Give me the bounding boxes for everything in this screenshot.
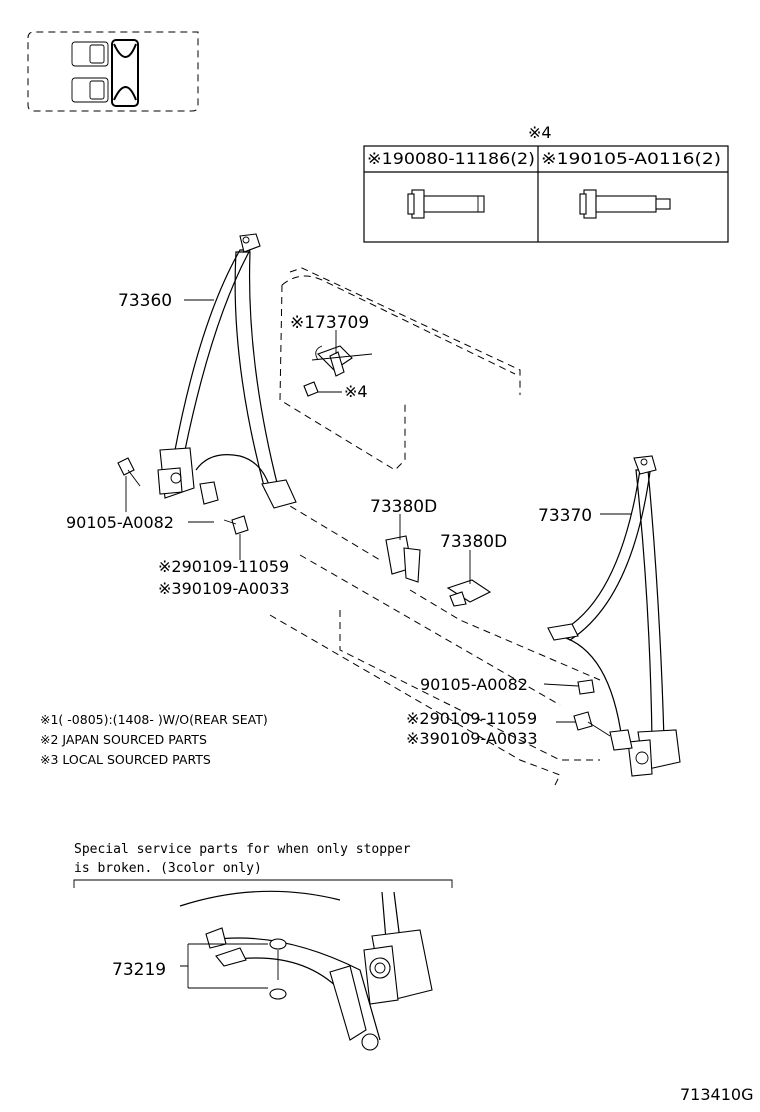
- special-service-section: Special service parts for when only stop…: [73, 842, 453, 1051]
- short-bolt-icon: [407, 189, 485, 219]
- label-90105-a0082-left: 90105-A0082: [66, 513, 174, 532]
- bolt-table-col2: ※190105-A0116(2): [541, 149, 721, 168]
- belt-guide-73380d-b: [446, 579, 492, 607]
- stopper-washer-icon: [269, 988, 287, 1000]
- leader-lines: [125, 299, 632, 723]
- belt-guide-73380d-a: [385, 535, 421, 583]
- stopper-button-icon: [269, 938, 287, 980]
- note-1: ※1( -0805):(1408- )W/O(REAR SEAT): [40, 712, 268, 727]
- special-line-1: Special service parts for when only stop…: [74, 842, 411, 857]
- figure-code: 713410G: [680, 1085, 753, 1104]
- long-bolt-icon: [579, 189, 671, 219]
- label-note4-ref: ※4: [344, 382, 368, 401]
- label-73219: 73219: [112, 960, 166, 980]
- bolt-table-col1: ※190080-11186(2): [367, 149, 535, 168]
- bolt-table-title: ※4: [528, 123, 552, 142]
- label-73380d-a: 73380D: [370, 497, 437, 517]
- part-labels: 73360 ※173709 ※4 90105-A0082 ※290109-110…: [66, 291, 592, 748]
- label-90109-a0033-left: ※390109-A0033: [158, 579, 290, 598]
- label-73709: ※173709: [290, 313, 369, 333]
- bolt-table: ※4 ※190080-11186(2) ※190105-A0116(2): [363, 123, 729, 243]
- label-90109-11059-left: ※290109-11059: [158, 557, 289, 576]
- right-seatbelt-73370: [547, 455, 681, 777]
- label-90109-11059-right: ※290109-11059: [406, 709, 537, 728]
- special-line-2: is broken. (3color only): [74, 861, 262, 876]
- label-73370: 73370: [538, 506, 592, 526]
- label-90109-a0033-right: ※390109-A0033: [406, 729, 538, 748]
- label-73360: 73360: [118, 291, 172, 311]
- left-seatbelt-73360: [117, 233, 297, 535]
- label-90105-a0082-right: 90105-A0082: [420, 675, 528, 694]
- footnotes: ※1( -0805):(1408- )W/O(REAR SEAT) ※2 JAP…: [40, 712, 268, 767]
- note-2: ※2 JAPAN SOURCED PARTS: [40, 732, 207, 747]
- seat-back-outline: [269, 267, 601, 786]
- vehicle-locator-icon: [27, 31, 199, 112]
- note-3: ※3 LOCAL SOURCED PARTS: [40, 752, 211, 767]
- label-73380d-b: 73380D: [440, 532, 507, 552]
